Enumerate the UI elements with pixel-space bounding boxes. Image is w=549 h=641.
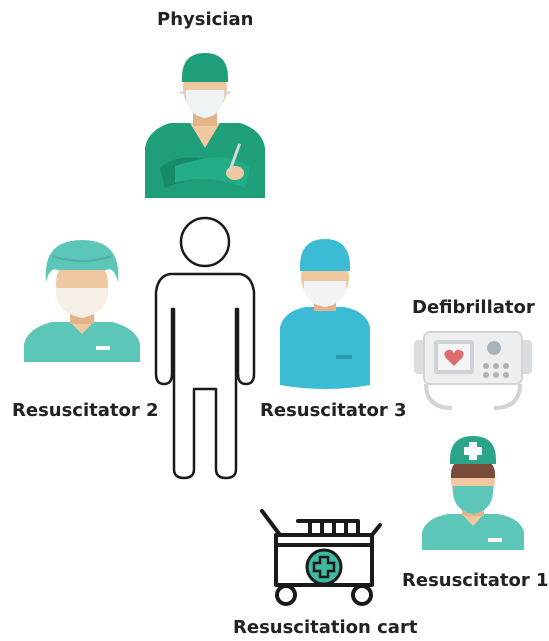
resuscitator-3-label: Resuscitator 3 — [260, 400, 407, 421]
resuscitator-2-label: Resuscitator 2 — [12, 400, 159, 421]
resuscitation-cart-icon — [260, 509, 382, 606]
physician-icon — [145, 53, 265, 198]
patient-outline-icon — [154, 216, 256, 480]
defibrillator-label: Defibrillator — [412, 297, 535, 318]
resuscitator-2-icon — [24, 240, 140, 362]
physician-label: Physician — [157, 9, 254, 30]
resuscitator-1-label: Resuscitator 1 — [402, 570, 549, 591]
resuscitator-1-icon — [422, 436, 524, 550]
resuscitator-3-icon — [280, 239, 370, 389]
resuscitation-cart-label: Resuscitation cart — [233, 617, 418, 638]
defibrillator-icon — [414, 331, 532, 410]
